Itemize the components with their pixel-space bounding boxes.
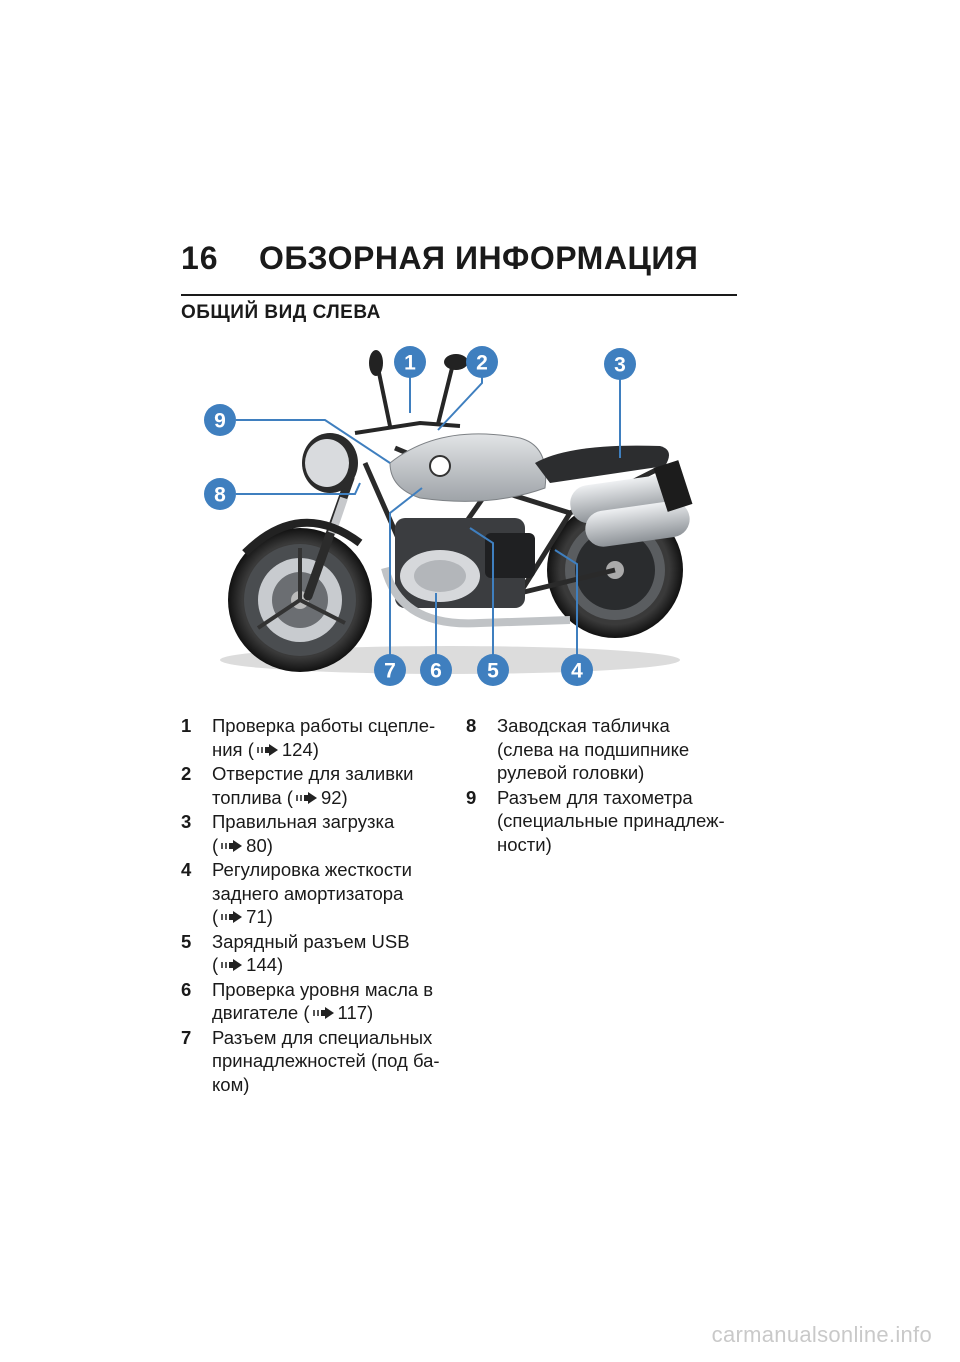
legend-item-description: Проверка работы сцепле-ния [212, 715, 436, 760]
legend-item-description: Зарядный разъем USB [212, 930, 410, 952]
arrow-right-icon [256, 743, 278, 756]
leader-lines [236, 369, 621, 668]
page-reference-number: 80) [246, 834, 273, 856]
legend-item-text: Проверка работы сцепле-ния (124) [212, 714, 443, 761]
page-reference-number: 144) [246, 954, 284, 975]
legend-item-text: Отверстие для заливки топлива (92) [212, 762, 443, 809]
header-rule [181, 294, 737, 296]
arrow-right-icon [221, 959, 243, 971]
chapter-title: ОБЗОРНАЯ ИНФОРМАЦИЯ [259, 240, 699, 276]
callout-3: 3 [604, 348, 636, 380]
legend-item-number: 5 [181, 930, 192, 952]
page-reference-link[interactable]: (92) [286, 786, 348, 808]
page-reference-number: 92) [320, 786, 348, 808]
legend-item-number: 4 [181, 859, 192, 880]
legend-item: 4 Регулировка жесткости заднего амортизат… [181, 858, 443, 929]
arrow-right-icon [312, 1007, 334, 1019]
legend-right-column: 8 Заводская табличка (слева на подшипнике… [466, 714, 728, 857]
legend-item-text: Регулировка жесткости заднего амортизато… [212, 858, 443, 929]
page-number: 16 [181, 240, 219, 276]
seat [535, 445, 669, 483]
legend-item-description: Заводская табличка (слева на подшипнике … [497, 715, 690, 783]
legend-item-description: Правильная загрузка [212, 811, 395, 832]
legend-item-number: 6 [181, 978, 192, 1000]
page-reference-link[interactable]: (80) [212, 834, 273, 856]
page-reference-link[interactable]: (144) [212, 954, 284, 975]
legend-item: 7 Разъем для специальных принадлежностей … [181, 1026, 443, 1097]
svg-text:4: 4 [571, 660, 583, 683]
legend-item: 9 Разъем для тахометра (специальные прина… [466, 786, 728, 857]
page-reference-link[interactable]: (117) [303, 1002, 374, 1023]
svg-text:1: 1 [404, 352, 416, 375]
motorcycle-illustration: 1 2 3 4 5 6 7 8 9 [204, 346, 693, 686]
engine [395, 518, 535, 608]
mirror-left [369, 350, 383, 376]
legend-item: 3 Правильная загрузка (80) [181, 810, 443, 857]
license-plate-holder [653, 460, 693, 512]
legend-item: 8 Заводская табличка (слева на подшипнике… [466, 714, 728, 785]
mirror-right [444, 354, 468, 370]
svg-text:3: 3 [614, 354, 626, 377]
callout-4: 4 [561, 654, 593, 686]
front-wheel [228, 528, 372, 672]
svg-text:9: 9 [214, 410, 226, 433]
legend-item-text: Зарядный разъем USB (144) [212, 930, 443, 977]
callout-1: 1 [394, 346, 426, 378]
legend-item-description: Проверка уровня масла в двигателе [212, 978, 434, 1024]
page-header: 16 ОБЗОРНАЯ ИНФОРМАЦИЯ [181, 240, 737, 277]
handlebar [354, 367, 461, 435]
watermark: carmanualsonline.info [711, 1322, 932, 1347]
legend-item-number: 2 [181, 763, 192, 784]
fuel-tank [389, 433, 547, 502]
callout-9: 9 [204, 404, 236, 436]
legend-left-column: 1 Проверка работы сцепле-ния (124) 2 Отверс… [181, 714, 443, 1097]
legend-item-description: Отверстие для заливки топлива [212, 763, 414, 808]
page-reference-number: 124) [281, 738, 319, 760]
callout-5: 5 [477, 654, 509, 686]
section-title: ОБЩИЙ ВИД СЛЕВА [181, 302, 381, 323]
legend-item: 1 Проверка работы сцепле-ния (124) [181, 714, 443, 761]
arrow-right-icon [221, 839, 243, 852]
legend-item-text: Разъем для тахометра (специальные принад… [497, 786, 728, 857]
arrow-right-icon [295, 791, 317, 804]
callout-7: 7 [374, 654, 406, 686]
page-reference-number: 117) [337, 1002, 374, 1023]
legend-item-description: Разъем для тахометра (специальные принад… [497, 786, 725, 855]
legend-item-text: Правильная загрузка (80) [212, 810, 443, 857]
svg-text:8: 8 [214, 484, 226, 507]
callout-2: 2 [466, 346, 498, 378]
page-reference-link[interactable]: (71) [212, 906, 273, 927]
svg-text:2: 2 [476, 352, 488, 375]
svg-text:5: 5 [487, 660, 499, 683]
legend-item: 6 Проверка уровня масла в двигателе (117) [181, 978, 443, 1025]
legend-item-number: 7 [181, 1026, 192, 1048]
legend-item-number: 9 [466, 786, 477, 808]
legend-item-number: 3 [181, 811, 192, 832]
legend-item-description: Разъем для специальных принадлежностей (… [212, 1026, 440, 1095]
svg-text:7: 7 [384, 660, 396, 683]
legend-item-description: Регулировка жесткости заднего амортизато… [212, 859, 412, 904]
svg-text:6: 6 [430, 660, 442, 683]
mufflers [570, 474, 690, 547]
legend-item: 5 Зарядный разъем USB (144) [181, 930, 443, 977]
legend-item-number: 8 [466, 715, 477, 736]
callout-6: 6 [420, 654, 452, 686]
legend-item-text: Заводская табличка (слева на подшипнике … [497, 714, 728, 785]
page-reference-link[interactable]: (124) [247, 738, 319, 760]
page-reference-number: 71) [246, 906, 273, 927]
legend-item-number: 1 [181, 715, 192, 736]
logo-badge [429, 455, 451, 477]
legend-item-text: Проверка уровня масла в двигателе (117) [212, 978, 443, 1025]
headlight [302, 433, 358, 493]
arrow-right-icon [221, 911, 243, 923]
legend-item-text: Разъем для специальных принадлежностей (… [212, 1026, 443, 1097]
callout-8: 8 [204, 478, 236, 510]
legend-item: 2 Отверстие для заливки топлива (92) [181, 762, 443, 809]
